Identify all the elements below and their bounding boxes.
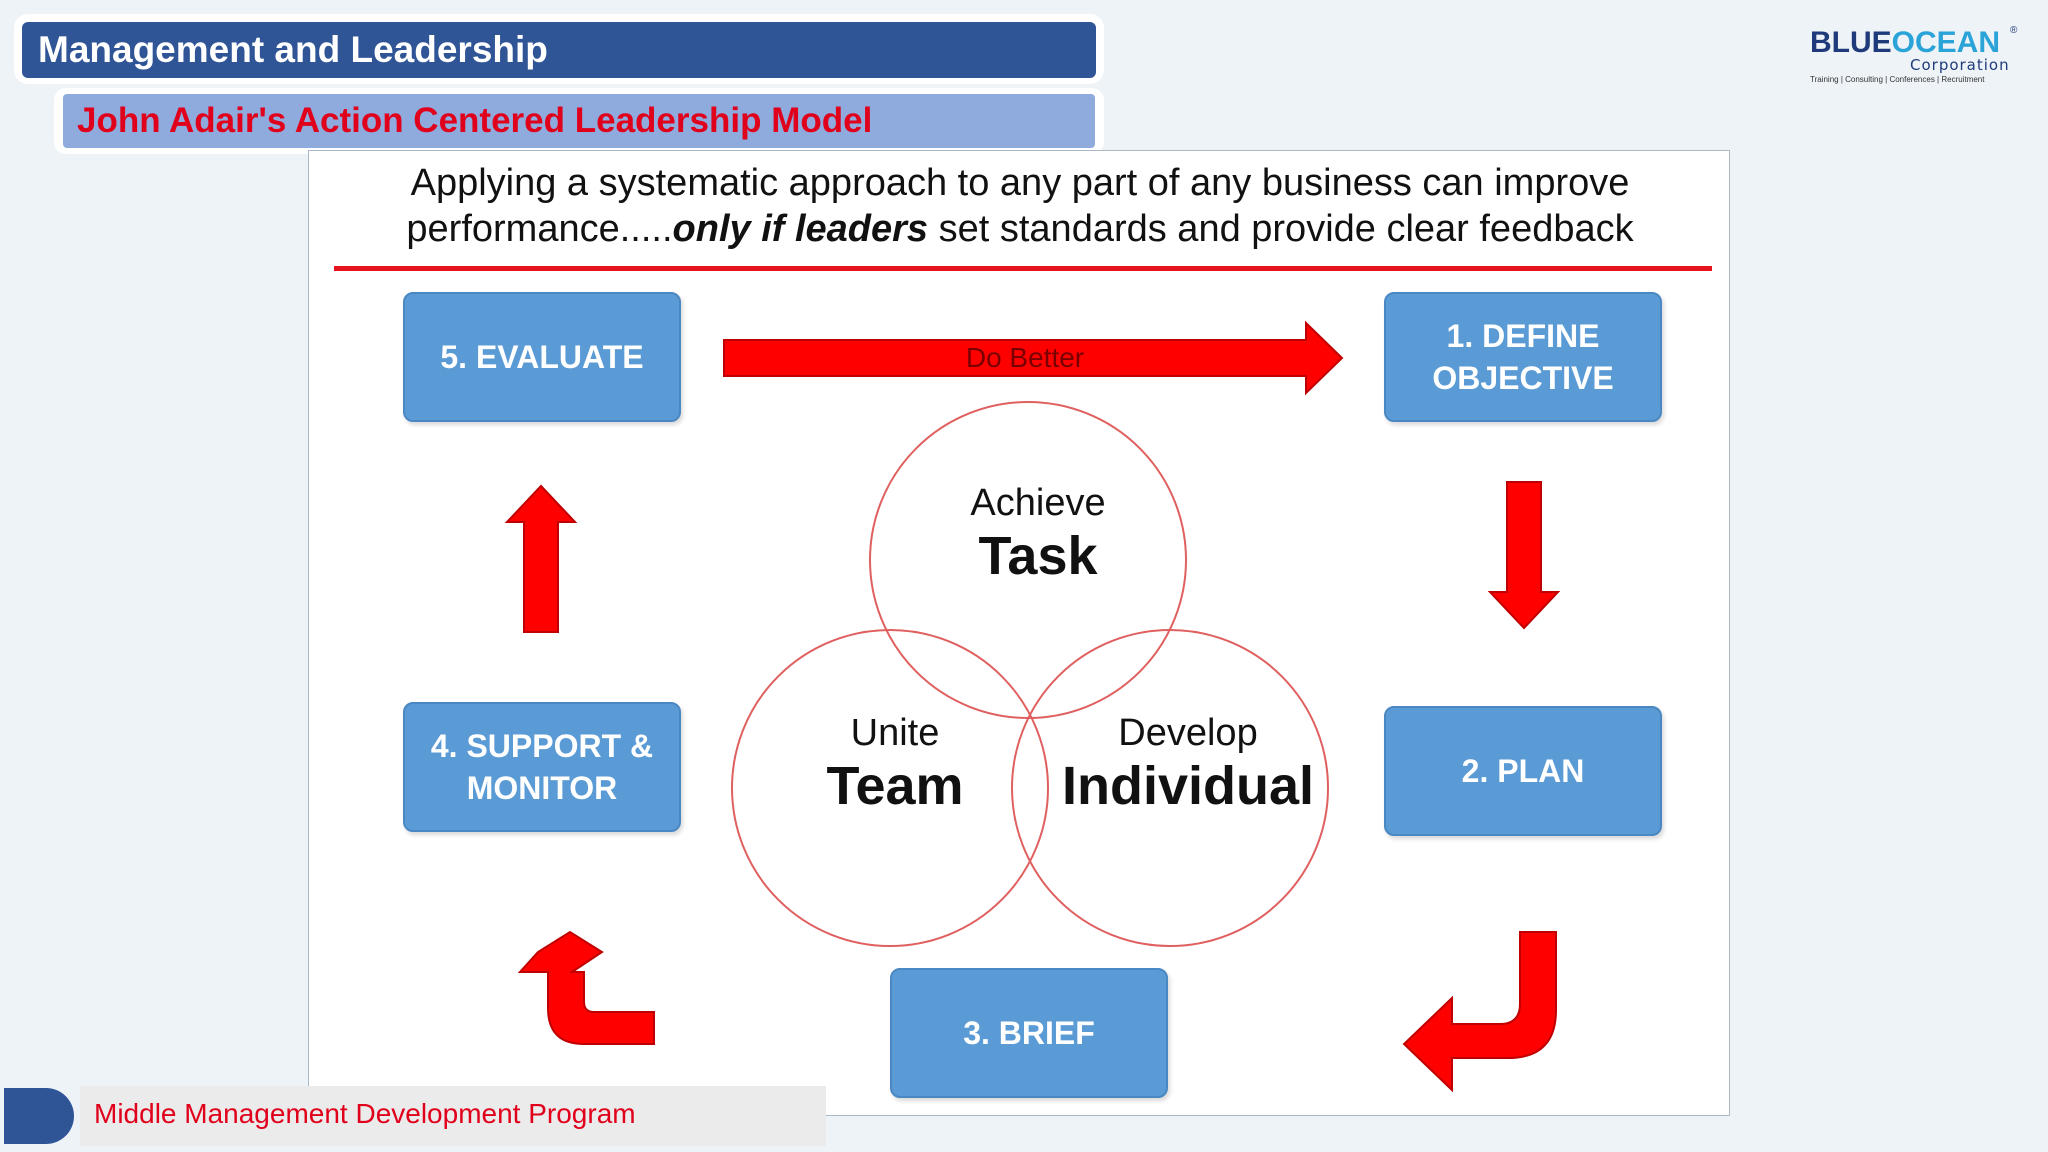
logo-tagline: Training | Consulting | Conferences | Re…: [1810, 75, 1985, 84]
step-define-line-2: OBJECTIVE: [1432, 360, 1614, 396]
intro-statement: Applying a systematic approach to any pa…: [330, 160, 1710, 252]
footer-accent-tab: [4, 1088, 74, 1144]
step-plan: 2. PLAN: [1384, 706, 1662, 836]
statement-emphasis: only if leaders: [672, 208, 929, 250]
do-better-label: Do Better: [965, 342, 1085, 373]
page-title: Management and Leadership: [22, 22, 1096, 78]
curved-arrow-brief-to-support: [517, 930, 655, 1045]
step-support-monitor-label: 4. SUPPORT & MONITOR: [431, 725, 653, 809]
statement-line-2-end: set standards and provide clear feedback: [928, 208, 1634, 250]
logo-word-ocean: OCEAN: [1891, 26, 2001, 59]
step-define-objective-label: 1. DEFINE OBJECTIVE: [1432, 315, 1613, 399]
individual-circle: [1011, 629, 1329, 947]
individual-verb: Develop: [1118, 712, 1258, 754]
step-evaluate-label: 5. EVALUATE: [440, 339, 644, 375]
team-noun: Team: [826, 756, 964, 816]
team-circle-label: Unite Team: [775, 710, 1015, 816]
logo-word-blue: BLUE: [1810, 26, 1892, 59]
divider-line: [334, 266, 1712, 271]
step-evaluate: 5. EVALUATE: [403, 292, 681, 422]
curved-arrow-plan-to-brief: [1402, 931, 1557, 1093]
individual-noun: Individual: [1061, 756, 1315, 816]
task-verb: Achieve: [970, 482, 1106, 524]
step-support-monitor: 4. SUPPORT & MONITOR: [403, 702, 681, 832]
down-arrow: [1487, 481, 1561, 630]
step-define-objective: 1. DEFINE OBJECTIVE: [1384, 292, 1662, 422]
step-brief-label: 3. BRIEF: [963, 1015, 1095, 1051]
page-subtitle: John Adair's Action Centered Leadership …: [63, 94, 1095, 148]
footer-program-name: Middle Management Development Program: [94, 1098, 636, 1129]
logo-wordmark: BLUEOCEAN: [1810, 26, 2000, 60]
up-arrow: [504, 484, 578, 633]
step-support-line-2: MONITOR: [466, 770, 618, 806]
do-better-arrow: [723, 320, 1344, 396]
task-circle-label: Achieve Task: [918, 480, 1158, 586]
footer-bar: [80, 1086, 826, 1146]
step-define-line-1: 1. DEFINE: [1446, 318, 1600, 354]
company-logo: BLUEOCEAN ® Corporation Training | Consu…: [1810, 20, 2030, 90]
team-verb: Unite: [850, 712, 940, 754]
team-circle: [731, 629, 1049, 947]
logo-registered-mark: ®: [2010, 25, 2018, 36]
step-support-line-1: 4. SUPPORT &: [430, 728, 654, 764]
statement-line-2-start: performance.....: [406, 208, 673, 250]
step-brief: 3. BRIEF: [890, 968, 1168, 1098]
task-noun: Task: [978, 526, 1098, 586]
individual-circle-label: Develop Individual: [1048, 710, 1328, 816]
statement-line-1: Applying a systematic approach to any pa…: [410, 162, 1630, 204]
step-plan-label: 2. PLAN: [1461, 753, 1585, 789]
logo-corporation: Corporation: [1910, 56, 2010, 74]
